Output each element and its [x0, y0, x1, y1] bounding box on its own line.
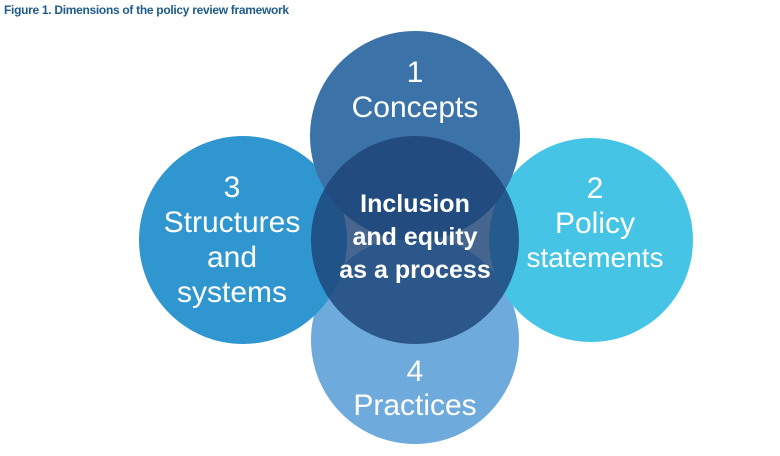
practices-number: 4 — [407, 355, 424, 388]
circle-structures — [139, 136, 347, 344]
center-label-line1: Inclusion — [360, 190, 470, 218]
practices-label: Practices — [353, 389, 476, 422]
policy-label-line1: Policy — [555, 207, 635, 240]
center-label-line2: and equity — [352, 223, 477, 251]
structures-label-line2: and — [207, 241, 257, 274]
structures-number: 3 — [224, 171, 241, 204]
figure-title: Figure 1. Dimensions of the policy revie… — [4, 3, 289, 17]
structures-label-line1: Structures — [164, 206, 301, 239]
policy-label-line2: statements — [527, 242, 664, 273]
policy-number: 2 — [587, 172, 604, 205]
structures-label-line3: systems — [177, 276, 287, 309]
circle-center — [311, 136, 519, 344]
concepts-label: Concepts — [352, 91, 479, 124]
concepts-number: 1 — [407, 56, 424, 89]
center-label-line3: as a process — [339, 256, 491, 284]
circle-policy — [489, 138, 693, 342]
